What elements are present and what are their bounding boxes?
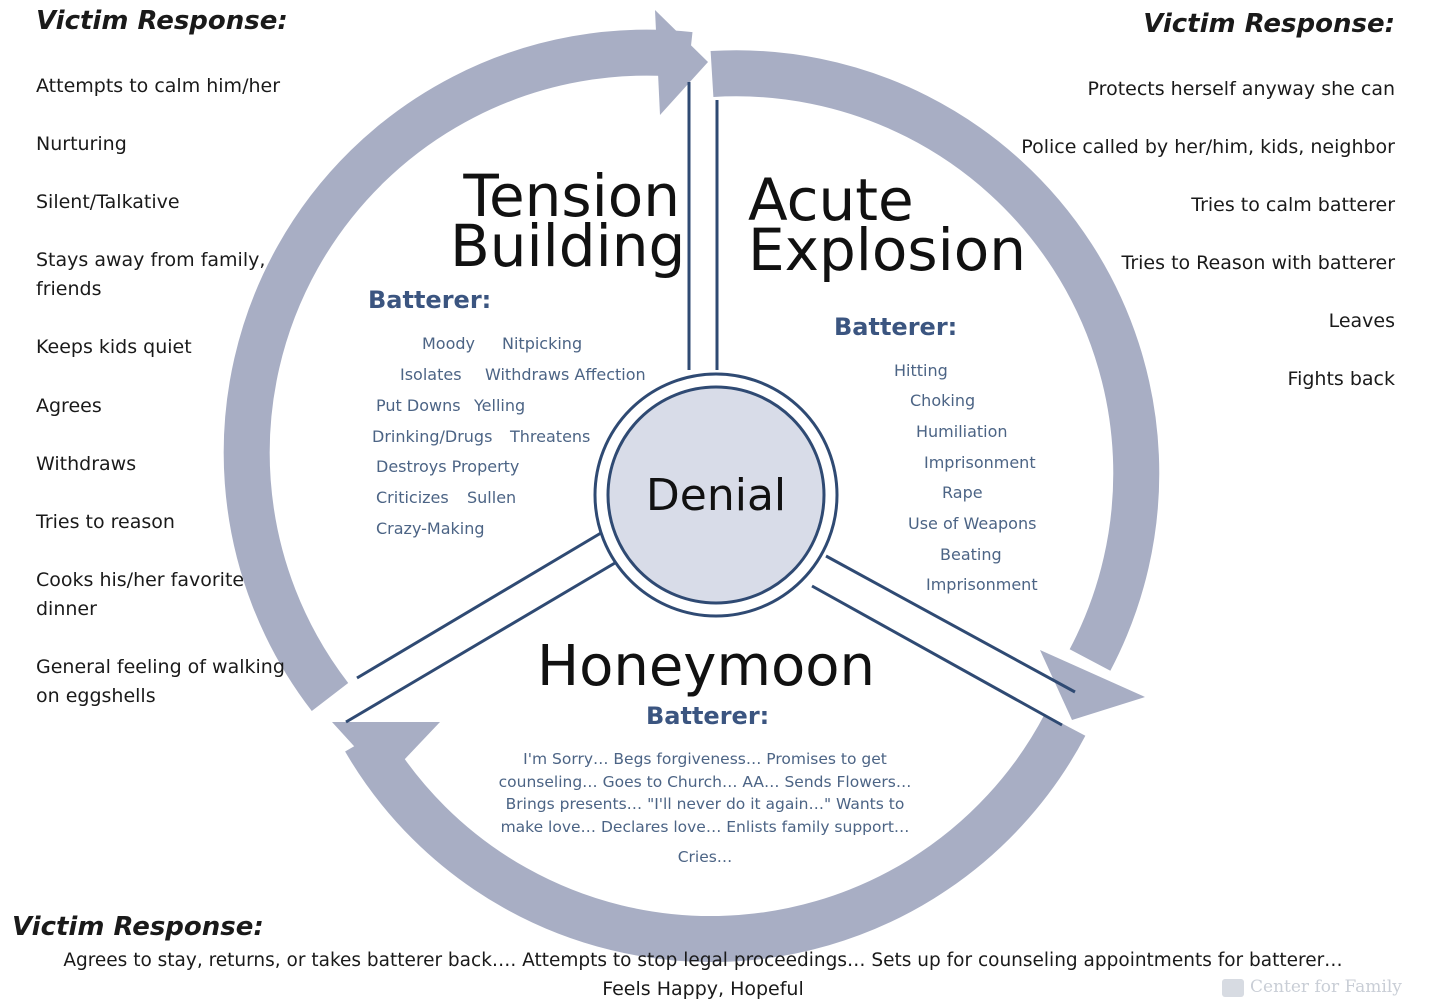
ring-arc-honeymoon bbox=[345, 714, 1086, 962]
tension-batterer-label: Batterer: bbox=[368, 286, 492, 314]
honeymoon-line: I'm Sorry… Begs forgiveness… Promises to… bbox=[523, 750, 887, 768]
list-item: Fights back bbox=[1287, 368, 1395, 390]
acute-explosion-title: Acute Explosion bbox=[748, 166, 1026, 284]
list-item: Nurturing bbox=[36, 133, 127, 155]
ring-arc-tension bbox=[223, 29, 693, 712]
batterer-word: Moody bbox=[422, 334, 476, 353]
batterer-word: Yelling bbox=[474, 396, 526, 415]
honeymoon-title: Honeymoon bbox=[536, 634, 876, 699]
acute-batterer-label: Batterer: bbox=[834, 313, 958, 341]
batterer-word: Isolates bbox=[400, 365, 462, 384]
batterer-word: Criticizes bbox=[376, 488, 449, 507]
list-item: Leaves bbox=[1328, 310, 1395, 332]
list-item: Tries to calm batterer bbox=[1191, 194, 1395, 216]
victim-response-bottom-title: Victim Response: bbox=[12, 912, 264, 942]
batterer-word: Choking bbox=[910, 391, 976, 410]
victim-response-bottom-line1: Agrees to stay, returns, or takes batter… bbox=[63, 950, 1343, 971]
list-item: Tries to Reason with batterer bbox=[1121, 252, 1395, 274]
batterer-word: Crazy-Making bbox=[376, 519, 485, 538]
list-item: Agrees bbox=[36, 395, 102, 417]
tension-building-title: Tension Building bbox=[450, 162, 686, 280]
batterer-word: Rape bbox=[942, 483, 983, 502]
batterer-word: Put Downs bbox=[376, 396, 461, 415]
batterer-word: Withdraws Affection bbox=[485, 365, 646, 384]
acute-title-line1: Acute bbox=[748, 166, 914, 234]
batterer-word: Drinking/Drugs bbox=[372, 427, 493, 446]
arrowhead-acute bbox=[1040, 650, 1145, 720]
honeymoon-line: Cries… bbox=[677, 848, 733, 866]
victim-response-left-title: Victim Response: bbox=[36, 6, 288, 36]
batterer-word: Threatens bbox=[510, 427, 591, 446]
batterer-word: Use of Weapons bbox=[908, 514, 1037, 533]
list-item: Keeps kids quiet bbox=[36, 336, 192, 358]
list-item: Cooks his/her favorite dinner bbox=[36, 569, 245, 620]
batterer-word: Humiliation bbox=[916, 422, 1008, 441]
list-item: Attempts to calm him/her bbox=[36, 75, 281, 97]
list-item: Police called by her/him, kids, neighbor bbox=[1021, 136, 1395, 158]
list-item: Withdraws bbox=[36, 453, 137, 475]
list-item: Tries to reason bbox=[36, 511, 175, 533]
watermark-logo: Center for Family bbox=[1222, 977, 1402, 997]
batterer-word: Imprisonment bbox=[924, 453, 1036, 472]
arrowhead-honeymoon bbox=[332, 722, 440, 780]
batterer-word: Destroys Property bbox=[376, 457, 520, 476]
denial-label: Denial bbox=[645, 470, 787, 521]
list-item: Stays away from family, friends bbox=[36, 249, 266, 300]
honeymoon-line: make love… Declares love… Enlists family… bbox=[500, 817, 910, 836]
victim-response-right-title: Victim Response: bbox=[1143, 9, 1395, 39]
watermark-icon bbox=[1222, 978, 1244, 997]
honeymoon-line: counseling… Goes to Church… AA… Sends Fl… bbox=[498, 772, 912, 791]
list-item: General feeling of walking on eggshells bbox=[36, 656, 285, 707]
ring-arc-acute bbox=[710, 50, 1160, 671]
list-item: Silent/Talkative bbox=[36, 191, 180, 213]
honeymoon-batterer-label: Batterer: bbox=[646, 702, 770, 730]
batterer-word: Sullen bbox=[467, 488, 517, 507]
watermark-text: Center for Family bbox=[1250, 977, 1402, 997]
denial-circle bbox=[606, 385, 826, 605]
acute-title-line2: Explosion bbox=[748, 215, 1026, 284]
batterer-word: Imprisonment bbox=[926, 575, 1038, 594]
arrowhead-tension bbox=[655, 10, 708, 115]
batterer-word: Nitpicking bbox=[502, 334, 583, 353]
list-item: Protects herself anyway she can bbox=[1087, 78, 1395, 100]
tension-title-line1: Tension bbox=[463, 162, 680, 230]
batterer-word: Hitting bbox=[894, 361, 948, 380]
batterer-word: Beating bbox=[940, 545, 1002, 564]
tension-title-line2: Building bbox=[450, 211, 686, 280]
victim-response-bottom-line2: Feels Happy, Hopeful bbox=[602, 978, 804, 1000]
honeymoon-line: Brings presents… "I'll never do it again… bbox=[505, 795, 905, 813]
honeymoon-batterer-text: I'm Sorry… Begs forgiveness… Promises to… bbox=[460, 748, 950, 869]
